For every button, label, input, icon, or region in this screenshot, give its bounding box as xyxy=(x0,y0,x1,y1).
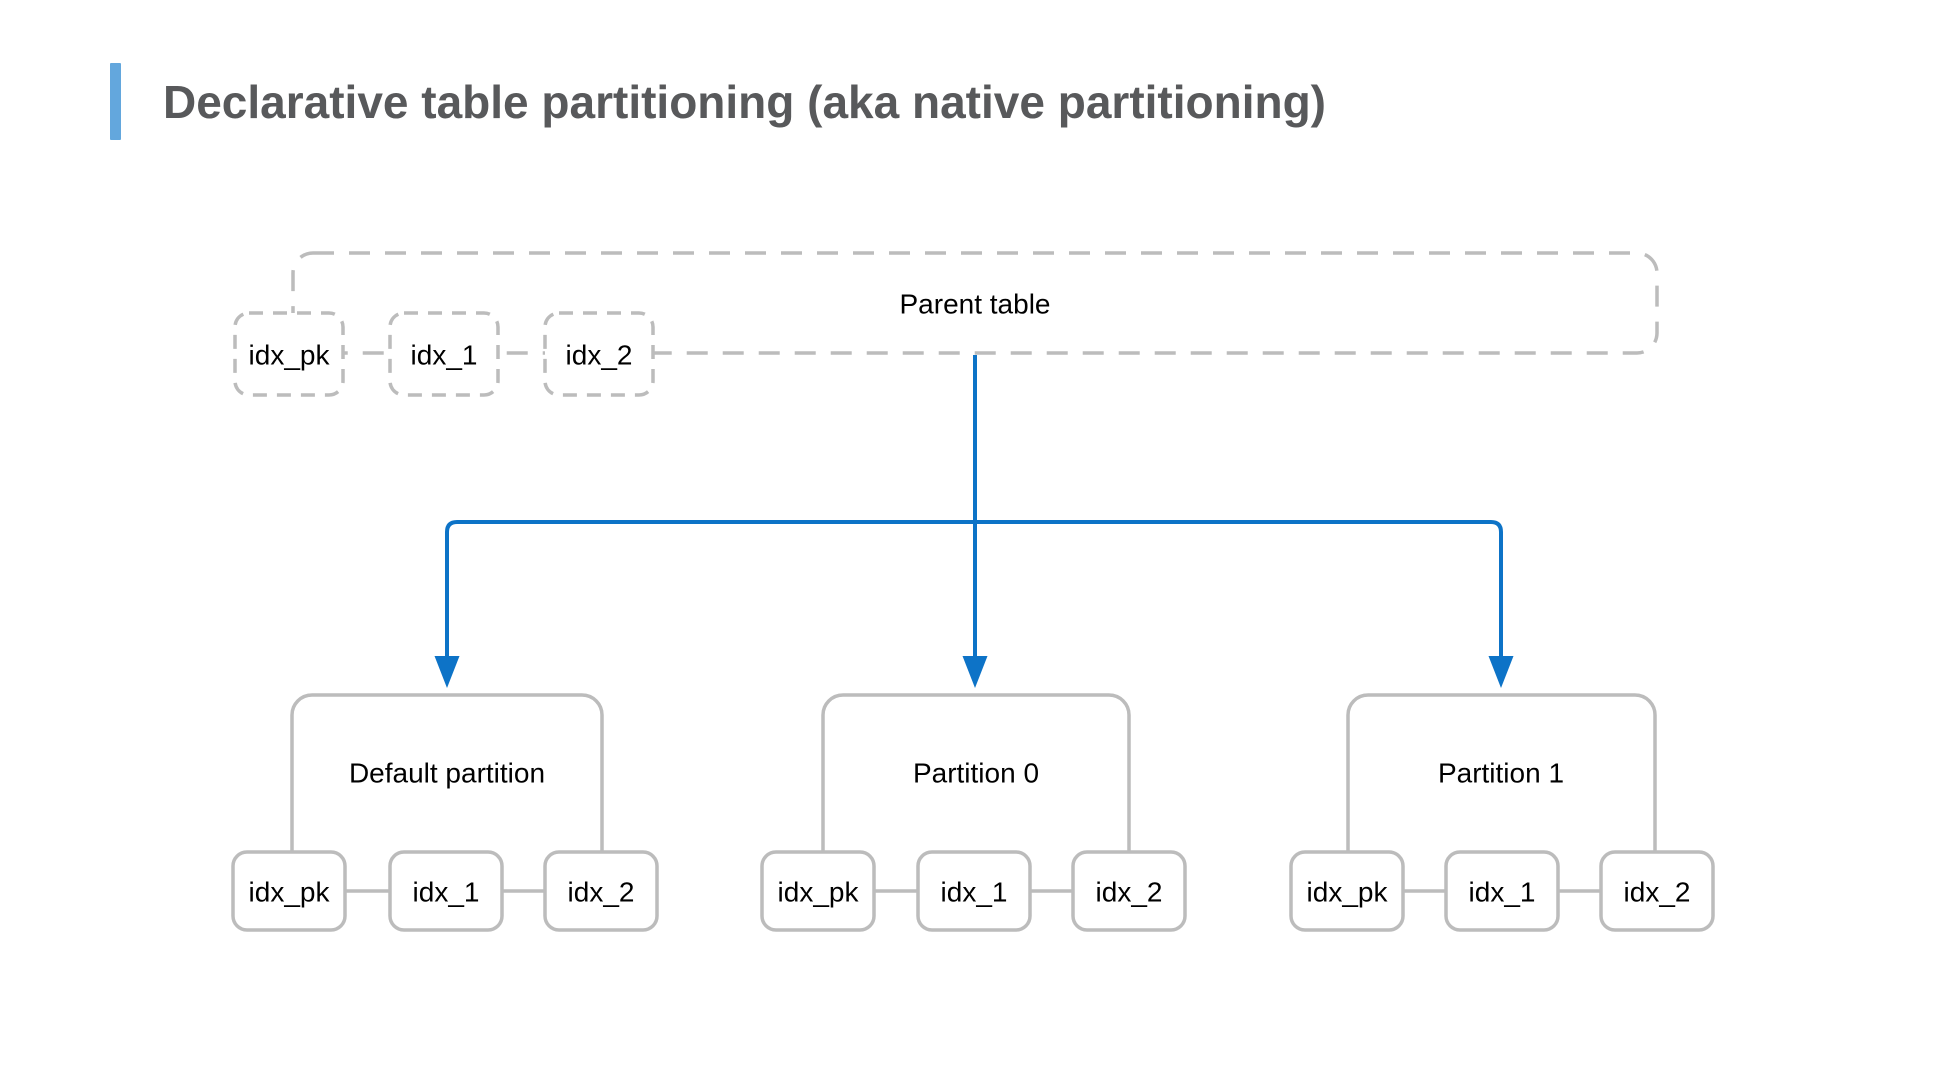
parent-index-box xyxy=(388,311,500,397)
partition-index-box xyxy=(1444,850,1560,932)
arrowhead-default-partition xyxy=(434,656,460,688)
partition-1-label: Partition 1 xyxy=(1438,758,1564,789)
parent-index-label: idx_pk xyxy=(249,340,331,371)
partition-index-box xyxy=(1071,850,1187,932)
parent-index-label: idx_2 xyxy=(566,340,633,371)
partition-index-box xyxy=(1599,850,1715,932)
partition-index-box xyxy=(543,850,659,932)
arrowhead-partition-1 xyxy=(1488,656,1514,688)
edge-parent-to-default-partition xyxy=(445,520,975,660)
parent-table-box xyxy=(291,251,1659,355)
parent-index-box xyxy=(233,311,345,397)
partition-0-label: Partition 0 xyxy=(913,758,1039,789)
partition-0-node: Partition 0 idx_pk idx_1 idx_2 xyxy=(760,693,1187,932)
connector-edges xyxy=(434,355,1514,688)
edge-parent-to-partition-1 xyxy=(975,520,1503,660)
partition-index-label: idx_2 xyxy=(568,877,635,908)
partition-index-label: idx_1 xyxy=(1469,877,1536,908)
partition-index-box xyxy=(916,850,1032,932)
partition-index-box xyxy=(760,850,876,932)
default-partition-label: Default partition xyxy=(349,758,545,789)
parent-table-label: Parent table xyxy=(900,289,1051,320)
partition-index-label: idx_2 xyxy=(1096,877,1163,908)
partition-index-box xyxy=(1289,850,1405,932)
title-accent-bar xyxy=(110,63,121,140)
parent-table-node: Parent table idx_pk idx_1 idx_2 xyxy=(233,251,1659,397)
partition-index-label: idx_1 xyxy=(941,877,1008,908)
parent-index-box xyxy=(543,311,655,397)
partition-index-label: idx_1 xyxy=(413,877,480,908)
partition-index-box xyxy=(231,850,347,932)
arrowhead-partition-0 xyxy=(962,656,988,688)
parent-index-label: idx_1 xyxy=(411,340,478,371)
partition-index-label: idx_pk xyxy=(249,877,331,908)
partition-index-label: idx_pk xyxy=(778,877,860,908)
partition-index-label: idx_2 xyxy=(1624,877,1691,908)
page-title: Declarative table partitioning (aka nati… xyxy=(163,76,1326,128)
default-partition-node: Default partition idx_pk idx_1 idx_2 xyxy=(231,693,659,932)
partition-1-node: Partition 1 idx_pk idx_1 idx_2 xyxy=(1289,693,1715,932)
partition-index-label: idx_pk xyxy=(1307,877,1389,908)
partition-index-box xyxy=(388,850,504,932)
